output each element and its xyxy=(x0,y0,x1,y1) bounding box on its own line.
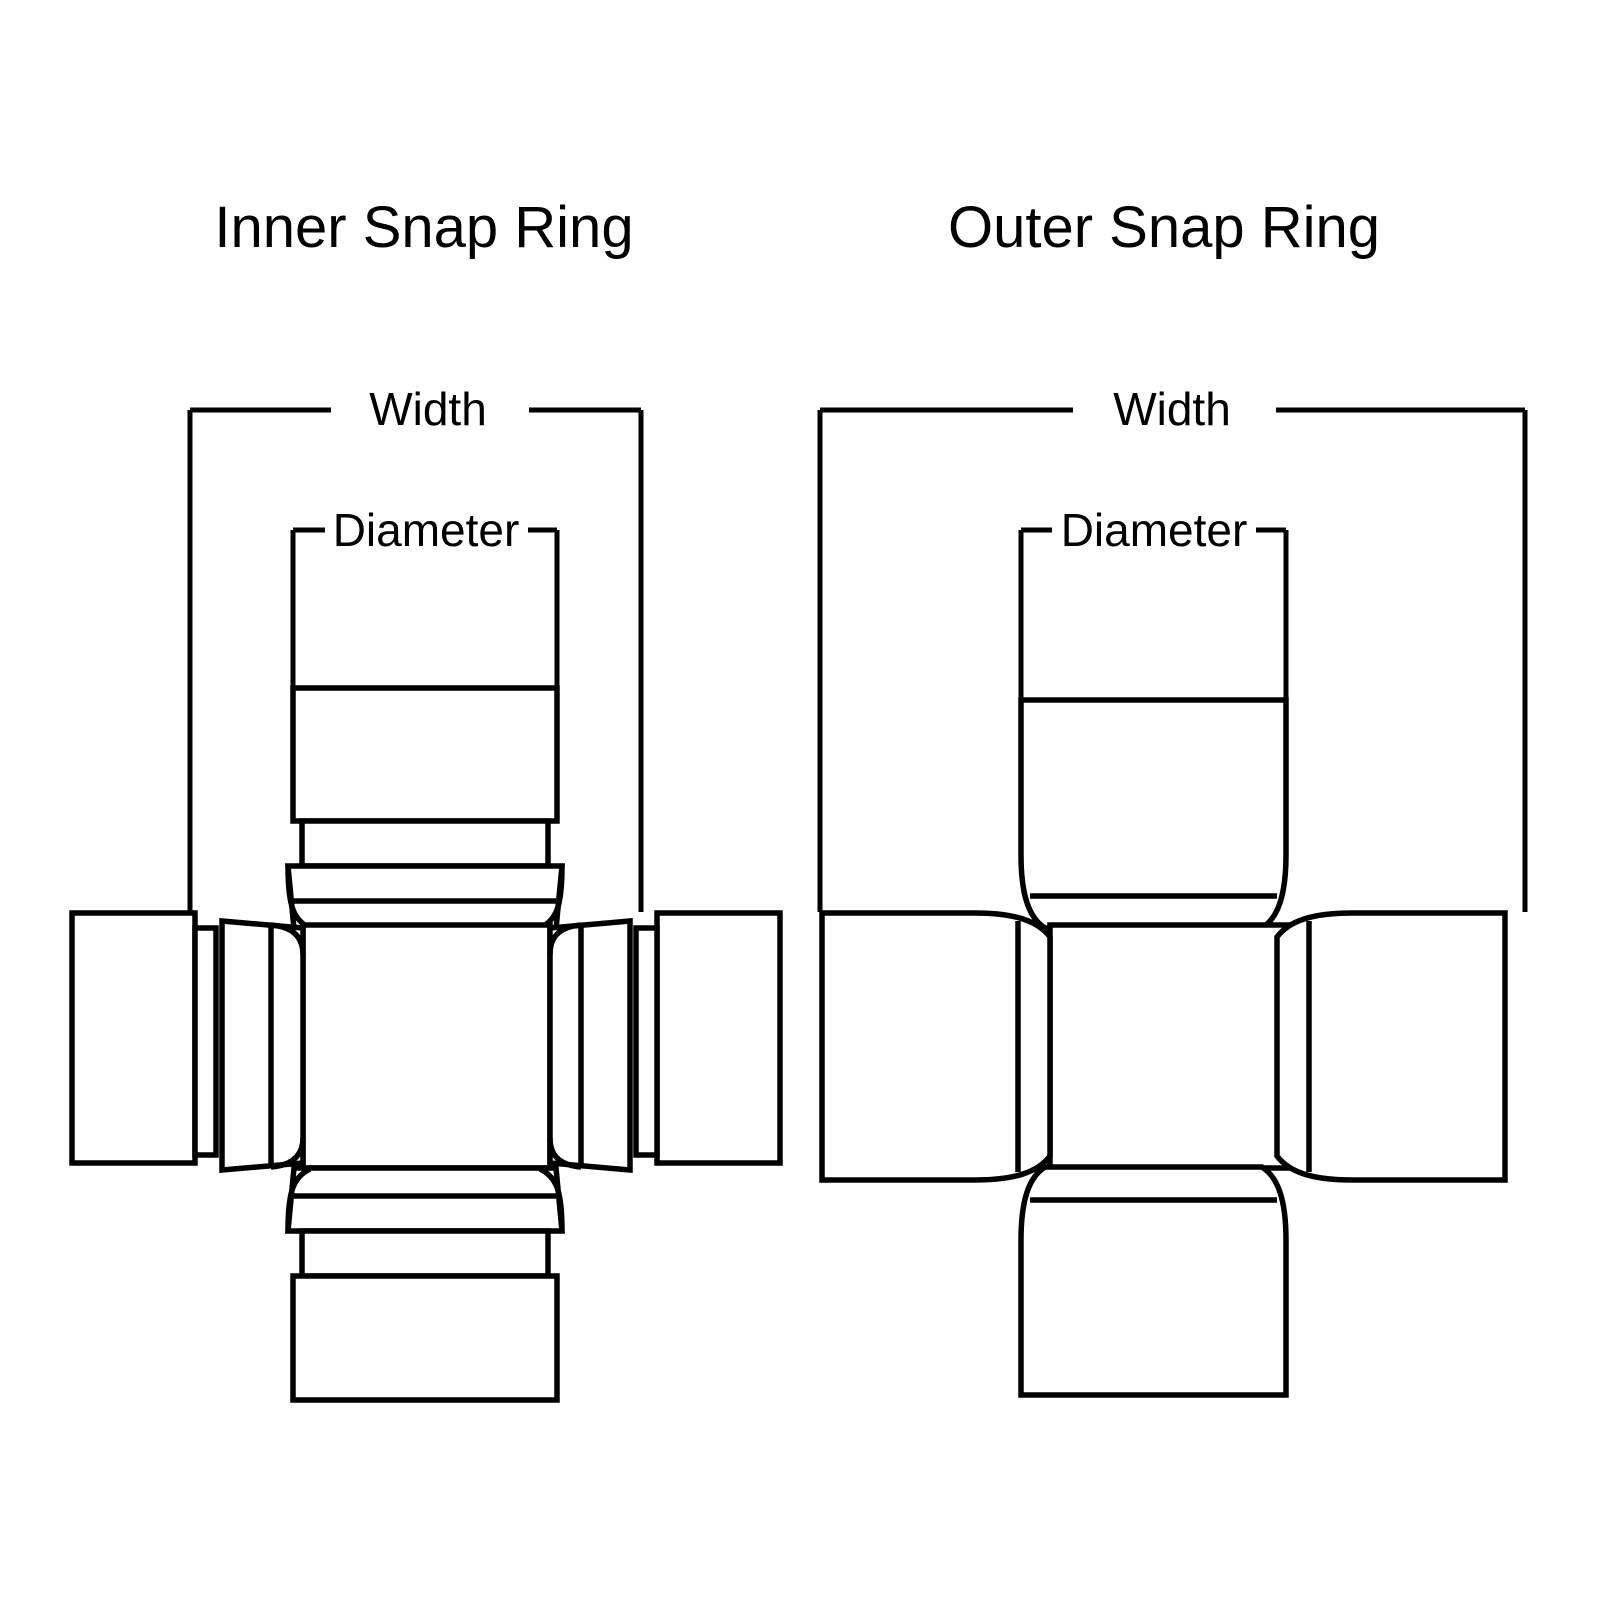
outer-left-cap-body xyxy=(819,910,1053,1183)
outer-width-dimension: Width xyxy=(817,383,1528,912)
inner-left-top-fillet xyxy=(270,922,306,956)
inner-snap-ring-title: Inner Snap Ring xyxy=(214,195,633,260)
inner-width-label: Width xyxy=(369,383,487,435)
inner-right-bottom-fillet xyxy=(547,1137,582,1170)
outer-center-cross-body xyxy=(1047,922,1299,1171)
outer-width-label: Width xyxy=(1113,383,1231,435)
inner-diameter-dimension: Diameter xyxy=(290,504,560,688)
outer-diameter-dimension: Diameter xyxy=(1018,504,1289,700)
inner-bottom-cap-collar xyxy=(299,1228,551,1279)
inner-right-bearing-cap xyxy=(547,910,783,1174)
inner-top-cap-collar xyxy=(299,818,551,869)
outer-right-cap-body xyxy=(1274,910,1508,1183)
inner-left-snap-ring xyxy=(219,918,306,1173)
inner-left-bearing-cap xyxy=(69,910,306,1173)
inner-left-cap-collar xyxy=(192,925,219,1158)
outer-top-bearing-cap xyxy=(1018,697,1289,931)
outer-left-bearing-cap xyxy=(819,910,1053,1183)
outer-bottom-bearing-cap xyxy=(1018,1164,1289,1398)
outer-bottom-cap-body xyxy=(1018,1164,1289,1398)
outer-snap-ring-title: Outer Snap Ring xyxy=(948,195,1380,260)
inner-right-snap-ring xyxy=(547,917,633,1174)
inner-left-bottom-fillet xyxy=(270,1137,306,1170)
inner-snap-ring-diagram: Inner Snap Ring Width Diameter xyxy=(69,195,783,1403)
inner-right-cap-body xyxy=(654,910,783,1166)
inner-bottom-bearing-cap xyxy=(284,1165,566,1403)
inner-top-bearing-cap xyxy=(284,685,566,932)
inner-bottom-cap-body xyxy=(290,1273,560,1403)
inner-left-cap-body xyxy=(69,910,198,1166)
inner-bottom-right-fillet xyxy=(538,1166,565,1232)
outer-diameter-label: Diameter xyxy=(1061,504,1248,556)
inner-diameter-label: Diameter xyxy=(333,504,520,556)
outer-snap-ring-diagram: Outer Snap Ring Width Diameter xyxy=(817,195,1528,1398)
inner-width-dimension: Width xyxy=(187,383,644,912)
inner-top-cap-body xyxy=(290,685,560,824)
inner-right-top-fillet xyxy=(547,922,582,956)
outer-right-bearing-cap xyxy=(1274,910,1508,1183)
inner-bottom-left-fillet xyxy=(285,1166,312,1232)
inner-center-cross-body xyxy=(300,922,553,1171)
inner-bottom-snap-ring xyxy=(284,1165,566,1234)
inner-top-snap-ring xyxy=(284,863,566,932)
inner-right-cap-collar xyxy=(633,925,660,1158)
